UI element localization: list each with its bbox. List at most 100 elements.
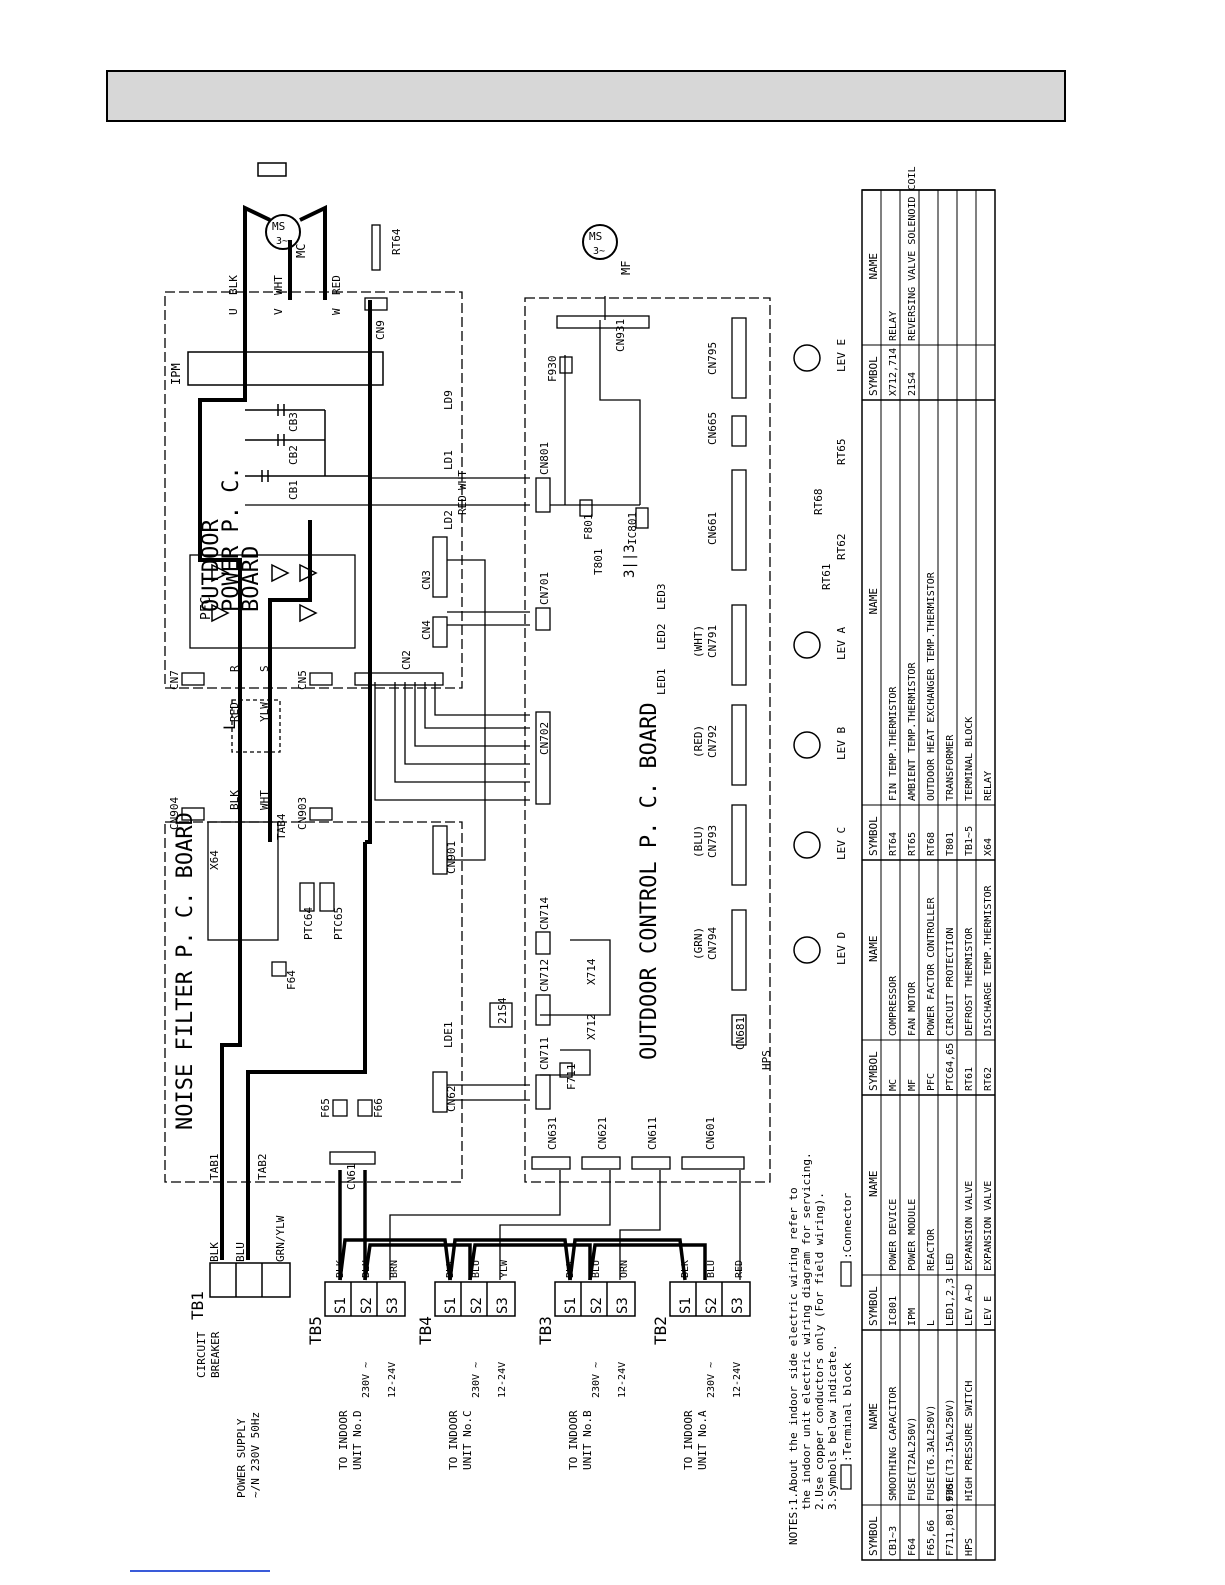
rt61-label: RT61 (820, 564, 833, 591)
lev-motors (793, 344, 821, 964)
lev-e-label: LEV E (835, 339, 848, 372)
legend-name: POWER MODULE (907, 1199, 918, 1271)
tb-indoor-label: TO INDOOR (567, 1410, 580, 1470)
terminal-s3: S3 (615, 1297, 631, 1314)
wire-l-wht: WHT (258, 790, 271, 810)
terminal-s1: S1 (443, 1297, 459, 1314)
note-2: 2.Use copper conductors only (For field … (813, 1192, 826, 1510)
terminal-s1: S1 (333, 1297, 349, 1314)
legend-name: EXPANSION VALVE (983, 1181, 994, 1271)
tb-s2-color: BLU (361, 1260, 372, 1278)
cn791-label: CN791 (706, 625, 719, 658)
legend-header-symbol: SYMBOL (867, 1286, 880, 1326)
ptc65-label: PTC65 (332, 907, 345, 940)
term-r: R (228, 665, 241, 672)
tb-indoor-unit: UNIT No.D (351, 1410, 364, 1470)
tb-volt: 230V ~ (706, 1362, 717, 1398)
noise-filter-board-outline (164, 821, 463, 1183)
21s4-label: 21S4 (496, 997, 509, 1024)
cn681-label: CN681 (734, 1017, 747, 1050)
tb-name: TB3 (536, 1316, 555, 1345)
tb-volt: 230V ~ (591, 1362, 602, 1398)
legend-symbol: 21S4 (907, 372, 918, 396)
field-signal-wiring (389, 1170, 741, 1280)
legend-symbol: RT61 (964, 1067, 975, 1091)
f66-label: F66 (372, 1098, 385, 1118)
legend-name: SMOOTHING CAPACITOR (888, 1386, 899, 1501)
legend-symbol: MC (888, 1079, 899, 1091)
tb-name: TB2 (651, 1316, 670, 1345)
rt62-label: RT62 (835, 534, 848, 561)
terminal-block-legend-box (257, 162, 287, 177)
term-v: V (272, 308, 285, 315)
cn931-label: CN931 (614, 319, 627, 352)
wire-r-red: RED (228, 702, 241, 722)
legend-header-name: NAME (867, 253, 880, 280)
tb1-block (209, 1262, 291, 1298)
cb1-label: CB1 (287, 480, 300, 500)
legend-header-name: NAME (867, 1403, 880, 1430)
legend-name: RELAY (983, 771, 994, 801)
legend-symbol: IC801 (888, 1296, 899, 1326)
wire-v-wht: WHT (272, 275, 285, 295)
legend-name: RELAY (888, 311, 899, 341)
tb-volt: 230V ~ (361, 1362, 372, 1398)
pb-connectors (181, 536, 448, 686)
cn701-label: CN701 (538, 572, 551, 605)
footer-link-underline[interactable] (130, 1570, 270, 1572)
legend-symbol: IPM (907, 1308, 918, 1326)
control-inputs (535, 477, 747, 1110)
rt64-thermistor (371, 224, 381, 271)
tb-low-volt: 12-24V (617, 1362, 628, 1398)
tb-s3-color: ORN (619, 1260, 630, 1278)
x712-label: X712 (585, 1014, 598, 1041)
legend-symbol: LED1,2,3 (945, 1278, 956, 1326)
tb-s1-color: BLK (565, 1260, 576, 1278)
lde1-label: LDE1 (442, 1022, 455, 1049)
legend-symbol: X712,714 (888, 348, 899, 396)
note-tb-legend: :Terminal block (841, 1362, 854, 1462)
legend-header-name: NAME (867, 936, 880, 963)
x64-label: X64 (208, 850, 221, 870)
terminal-s3: S3 (730, 1297, 746, 1314)
red-label: (RED) (692, 725, 705, 758)
fuse-f64 (271, 961, 287, 977)
fuse-f66 (357, 1099, 373, 1117)
legend-table: SYMBOLNAMESYMBOLNAMESYMBOLNAMESYMBOLNAME… (861, 166, 996, 1561)
wht-label: (WHT) (692, 625, 705, 658)
tb-s2-color: BLU (471, 1260, 482, 1278)
lev-d-label: LEV D (835, 932, 848, 965)
legend-header-symbol: SYMBOL (867, 816, 880, 856)
main-power-wires (198, 204, 372, 1260)
legend-header-name: NAME (867, 1171, 880, 1198)
cn611-label: CN611 (646, 1117, 659, 1150)
reactor (231, 699, 281, 753)
t801-label: T801 (592, 549, 605, 576)
cn901-label: CN901 (445, 841, 458, 874)
f930-label: F930 (546, 356, 559, 383)
wire-w-red: RED (330, 275, 343, 295)
tb-name: TB4 (416, 1316, 435, 1345)
legend-name: CIRCUIT PROTECTION (945, 928, 956, 1036)
legend-name: DEFROST THERMISTOR (964, 927, 975, 1036)
fuse-f801 (579, 499, 593, 517)
outdoor-power-title-line3: BOARD (239, 546, 264, 612)
tab2-label: TAB2 (256, 1154, 269, 1181)
tb1-label: TB1 (188, 1291, 207, 1320)
rt65-label: RT65 (835, 439, 848, 466)
wire-l-blk: BLK (228, 790, 241, 810)
legend-name: FUSE(T2AL250V) (907, 1417, 918, 1501)
tb-s2-color: BLU (706, 1260, 717, 1278)
ld9-label: LD9 (442, 390, 455, 410)
legend-header-name: NAME (867, 588, 880, 615)
cn793-label: CN793 (706, 825, 719, 858)
terminal-s3: S3 (385, 1297, 401, 1314)
note-3: 3.Symbols below indicate. (826, 1344, 839, 1510)
cn792-label: CN792 (706, 725, 719, 758)
legend-symbol: RT68 (926, 832, 937, 856)
